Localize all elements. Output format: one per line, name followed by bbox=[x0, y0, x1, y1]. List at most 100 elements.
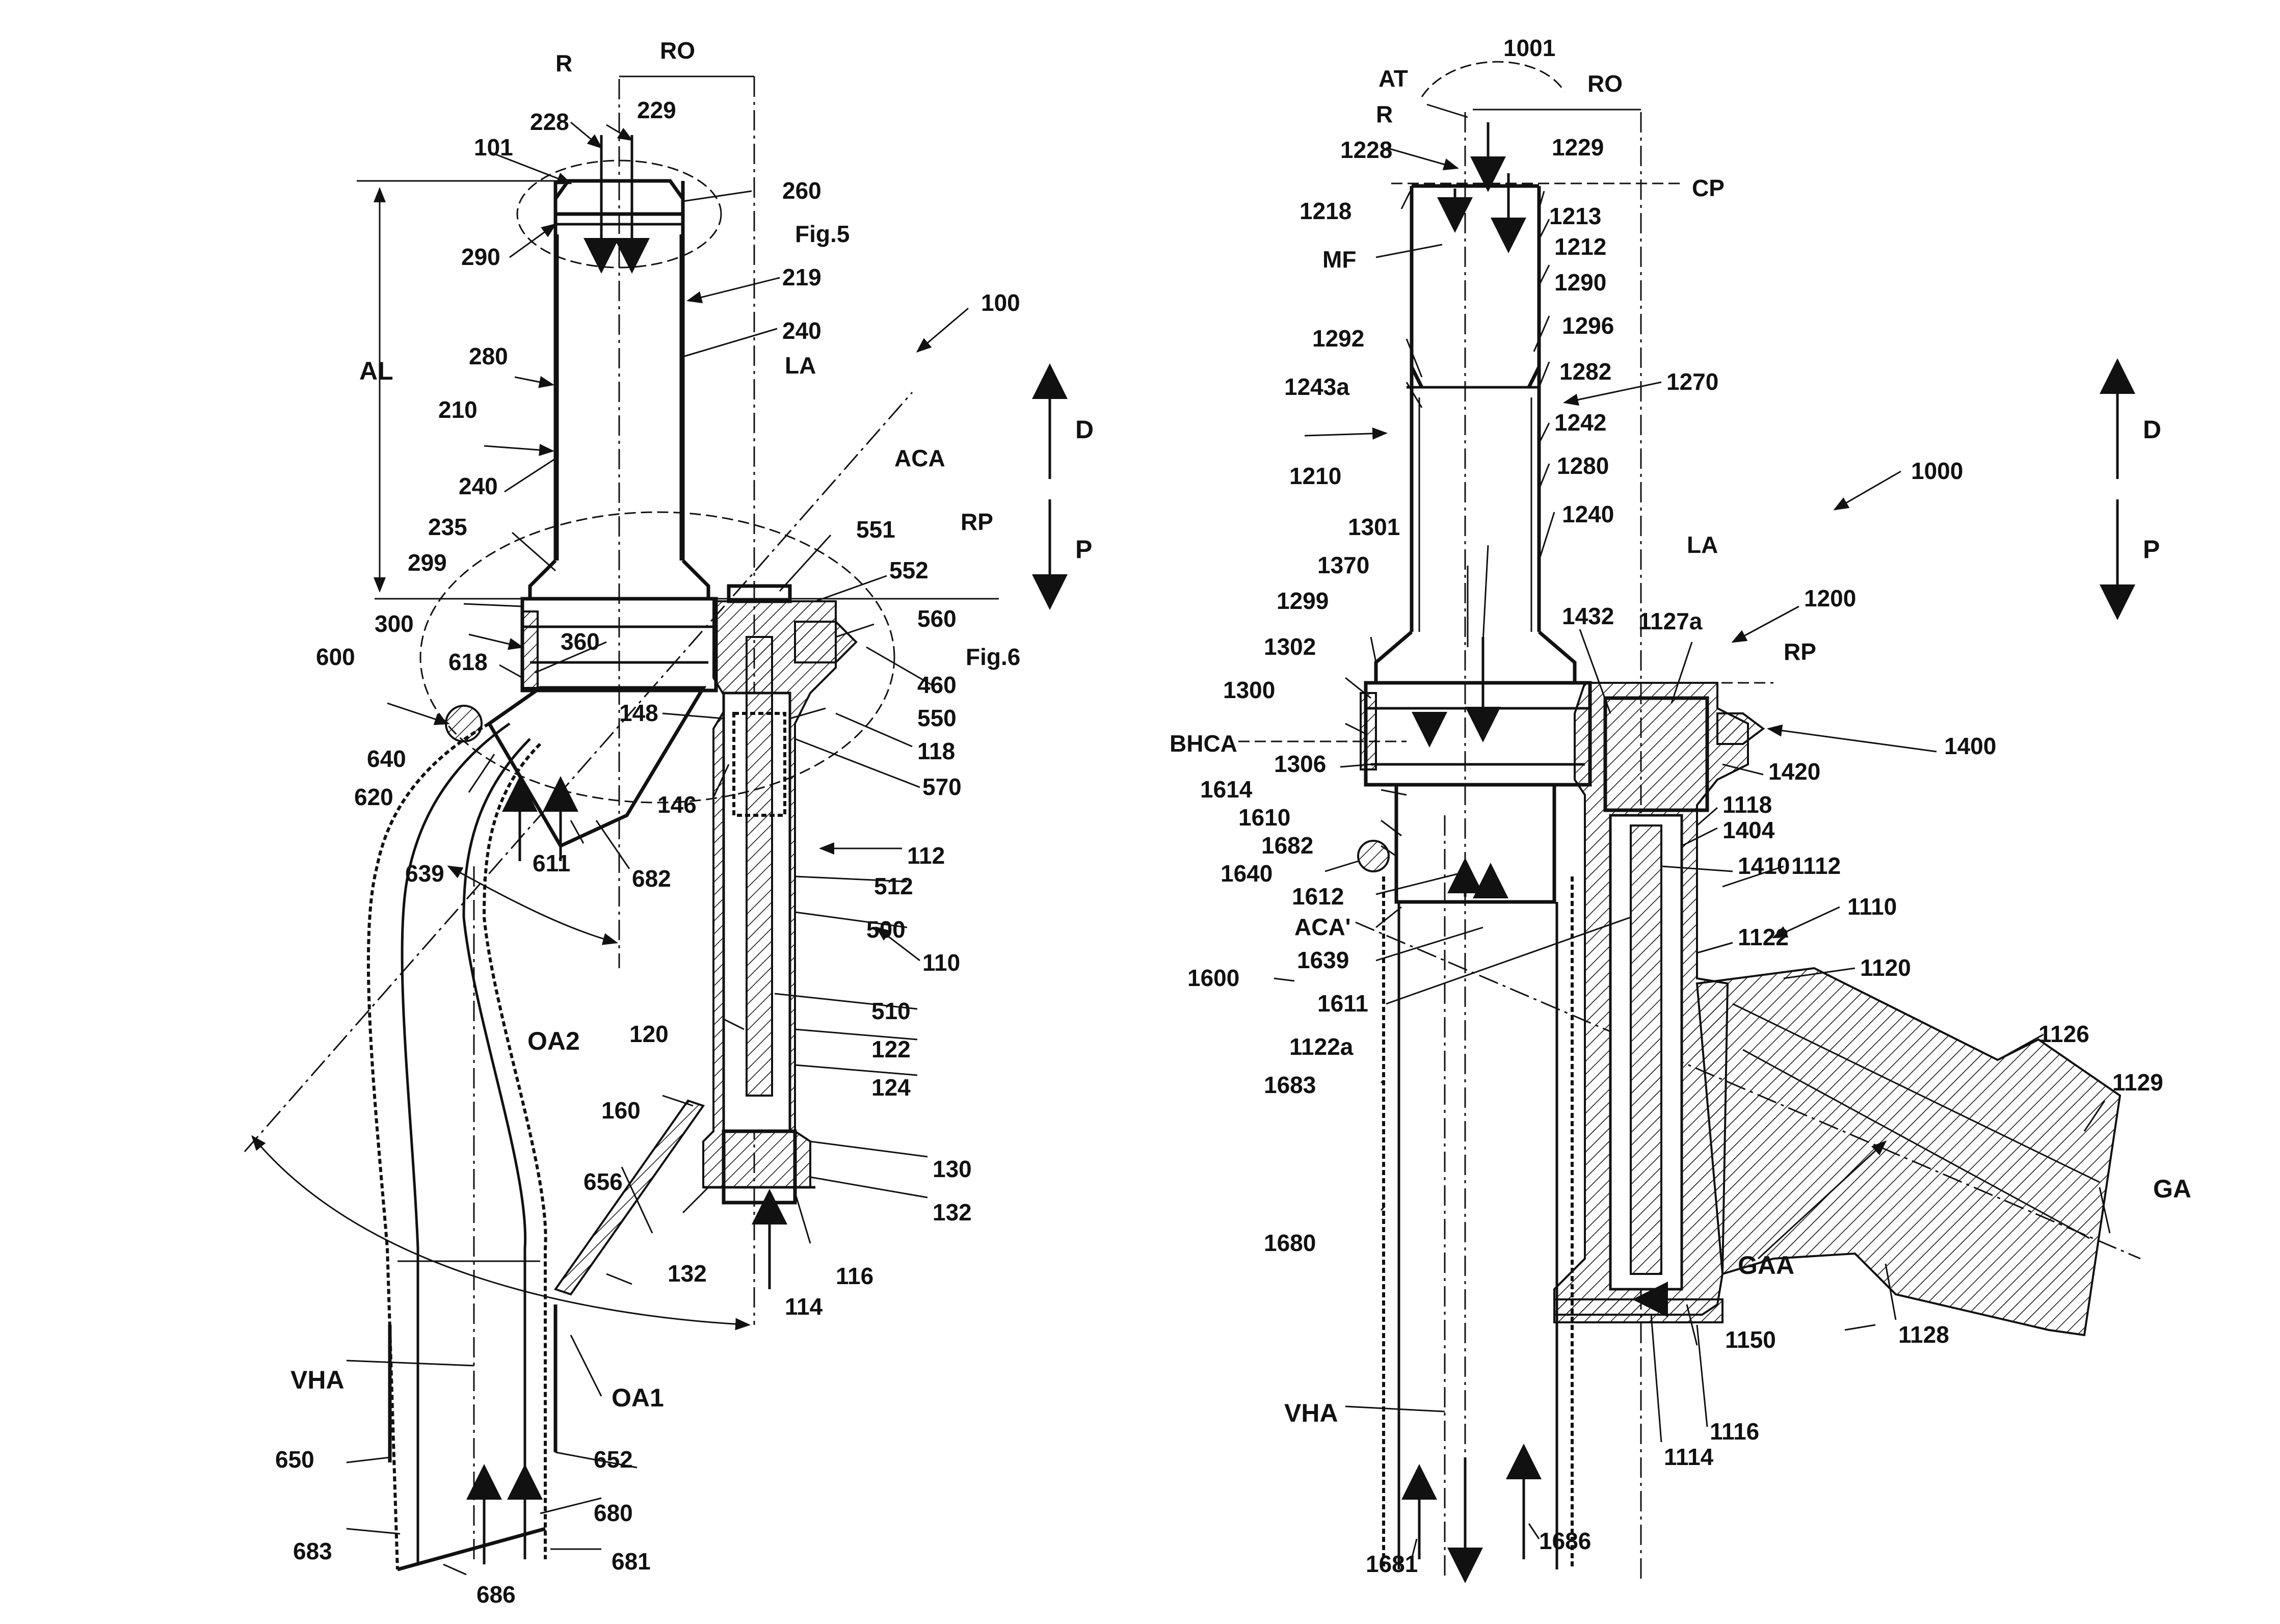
spool-510 bbox=[747, 637, 772, 1096]
label-OA2: OA2 bbox=[527, 1027, 580, 1055]
label-1240: 1240 bbox=[1562, 501, 1614, 527]
label-1243a: 1243a bbox=[1284, 374, 1349, 400]
label-1280: 1280 bbox=[1557, 452, 1609, 479]
label-1292: 1292 bbox=[1312, 325, 1364, 352]
label-D-left: D bbox=[1075, 415, 1094, 444]
label-1680: 1680 bbox=[1264, 1230, 1316, 1256]
label-BHCA: BHCA bbox=[1170, 730, 1237, 757]
label-1210: 1210 bbox=[1289, 463, 1341, 489]
label-LA: LA bbox=[785, 352, 816, 379]
label-1110: 1110 bbox=[1847, 893, 1897, 920]
label-P-left: P bbox=[1075, 535, 1092, 564]
label-1404: 1404 bbox=[1722, 817, 1775, 843]
label-512: 512 bbox=[874, 873, 913, 899]
leaders-left bbox=[347, 122, 968, 1575]
label-1682: 1682 bbox=[1261, 832, 1313, 859]
label-RO-right: RO bbox=[1587, 70, 1623, 97]
fitting-1610 bbox=[1396, 785, 1554, 902]
label-1126: 1126 bbox=[2038, 1021, 2089, 1047]
label-510: 510 bbox=[871, 998, 911, 1024]
label-240b: 240 bbox=[459, 473, 498, 499]
label-1300: 1300 bbox=[1223, 677, 1275, 703]
label-219: 219 bbox=[782, 264, 821, 290]
label-VHA-right: VHA bbox=[1284, 1399, 1338, 1427]
label-1301: 1301 bbox=[1348, 514, 1400, 540]
label-1290: 1290 bbox=[1554, 269, 1606, 296]
label-ACAp: ACA' bbox=[1294, 914, 1351, 940]
label-1299: 1299 bbox=[1277, 588, 1329, 614]
label-1218: 1218 bbox=[1300, 198, 1351, 224]
label-fig5: Fig.5 bbox=[795, 221, 850, 247]
label-1614: 1614 bbox=[1200, 776, 1253, 803]
label-1001: 1001 bbox=[1503, 35, 1555, 61]
pipe-end-cut bbox=[397, 1529, 545, 1569]
label-228: 228 bbox=[530, 109, 569, 135]
label-656: 656 bbox=[584, 1168, 623, 1195]
label-130: 130 bbox=[933, 1156, 972, 1182]
label-1127a: 1127a bbox=[1638, 608, 1703, 634]
taper-1290 bbox=[1412, 336, 1539, 387]
knob-560 bbox=[795, 622, 856, 662]
label-618: 618 bbox=[448, 649, 488, 675]
label-551: 551 bbox=[856, 516, 895, 543]
right-figure bbox=[1238, 62, 2140, 1580]
seal-1302 bbox=[1361, 693, 1376, 769]
label-CP: CP bbox=[1692, 175, 1725, 201]
label-235: 235 bbox=[428, 514, 467, 540]
label-1639: 1639 bbox=[1297, 947, 1349, 973]
label-D-right: D bbox=[2143, 415, 2161, 444]
fastener-640 bbox=[446, 706, 482, 741]
label-1610: 1610 bbox=[1238, 804, 1290, 831]
label-1640: 1640 bbox=[1221, 860, 1272, 887]
label-RO: RO bbox=[660, 37, 695, 64]
base-1150 bbox=[1554, 1299, 1722, 1322]
label-132a: 132 bbox=[933, 1199, 972, 1226]
label-1129: 1129 bbox=[2112, 1069, 2163, 1096]
label-1612: 1612 bbox=[1292, 883, 1344, 910]
flare-1299 bbox=[1376, 632, 1575, 683]
label-600: 600 bbox=[316, 644, 355, 670]
label-570: 570 bbox=[922, 774, 962, 800]
label-132b: 132 bbox=[668, 1260, 707, 1287]
label-OA1: OA1 bbox=[612, 1383, 664, 1412]
label-P-right: P bbox=[2143, 535, 2160, 564]
ring-618 bbox=[522, 611, 538, 688]
label-280: 280 bbox=[469, 343, 508, 369]
label-639: 639 bbox=[405, 860, 444, 887]
label-AL: AL bbox=[359, 357, 393, 385]
collar-611 bbox=[489, 688, 703, 846]
label-1600: 1600 bbox=[1187, 965, 1239, 991]
label-118: 118 bbox=[917, 738, 955, 764]
label-110: 110 bbox=[922, 949, 960, 976]
label-240a: 240 bbox=[782, 317, 821, 344]
label-1122a: 1122a bbox=[1289, 1033, 1354, 1060]
label-112: 112 bbox=[907, 842, 945, 869]
label-1270: 1270 bbox=[1666, 368, 1718, 395]
label-1000: 1000 bbox=[1911, 458, 1963, 484]
label-AT: AT bbox=[1378, 65, 1408, 92]
label-1128: 1128 bbox=[1898, 1321, 1949, 1348]
label-260: 260 bbox=[782, 177, 821, 204]
label-640: 640 bbox=[367, 746, 406, 772]
label-116: 116 bbox=[836, 1263, 873, 1289]
label-1686: 1686 bbox=[1539, 1528, 1591, 1554]
label-686: 686 bbox=[476, 1581, 516, 1608]
label-290: 290 bbox=[461, 244, 500, 270]
label-1681: 1681 bbox=[1366, 1551, 1418, 1577]
label-1420: 1420 bbox=[1768, 758, 1820, 785]
label-620: 620 bbox=[354, 784, 393, 810]
collar-1300 bbox=[1366, 683, 1590, 785]
label-611: 611 bbox=[533, 850, 570, 876]
fastener-1640 bbox=[1358, 841, 1389, 871]
left-figure bbox=[245, 76, 1050, 1575]
label-124: 124 bbox=[871, 1074, 911, 1101]
label-550: 550 bbox=[917, 705, 957, 731]
label-1432: 1432 bbox=[1562, 603, 1614, 629]
label-682: 682 bbox=[632, 865, 671, 892]
label-fig6: Fig.6 bbox=[966, 644, 1020, 670]
label-683: 683 bbox=[293, 1538, 332, 1564]
label-210: 210 bbox=[438, 396, 478, 423]
label-114: 114 bbox=[785, 1293, 823, 1320]
label-RP: RP bbox=[961, 509, 993, 535]
